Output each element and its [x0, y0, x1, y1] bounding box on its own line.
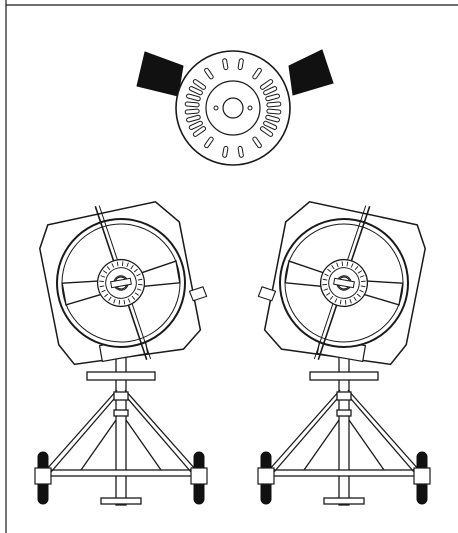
blade-left	[136, 51, 184, 97]
hub-detail-view	[136, 49, 334, 166]
hub-slots	[184, 58, 282, 158]
hub-center-hole	[222, 97, 244, 119]
machine-left	[34, 190, 215, 505]
blade-right	[288, 49, 334, 96]
machine-right	[249, 190, 430, 505]
